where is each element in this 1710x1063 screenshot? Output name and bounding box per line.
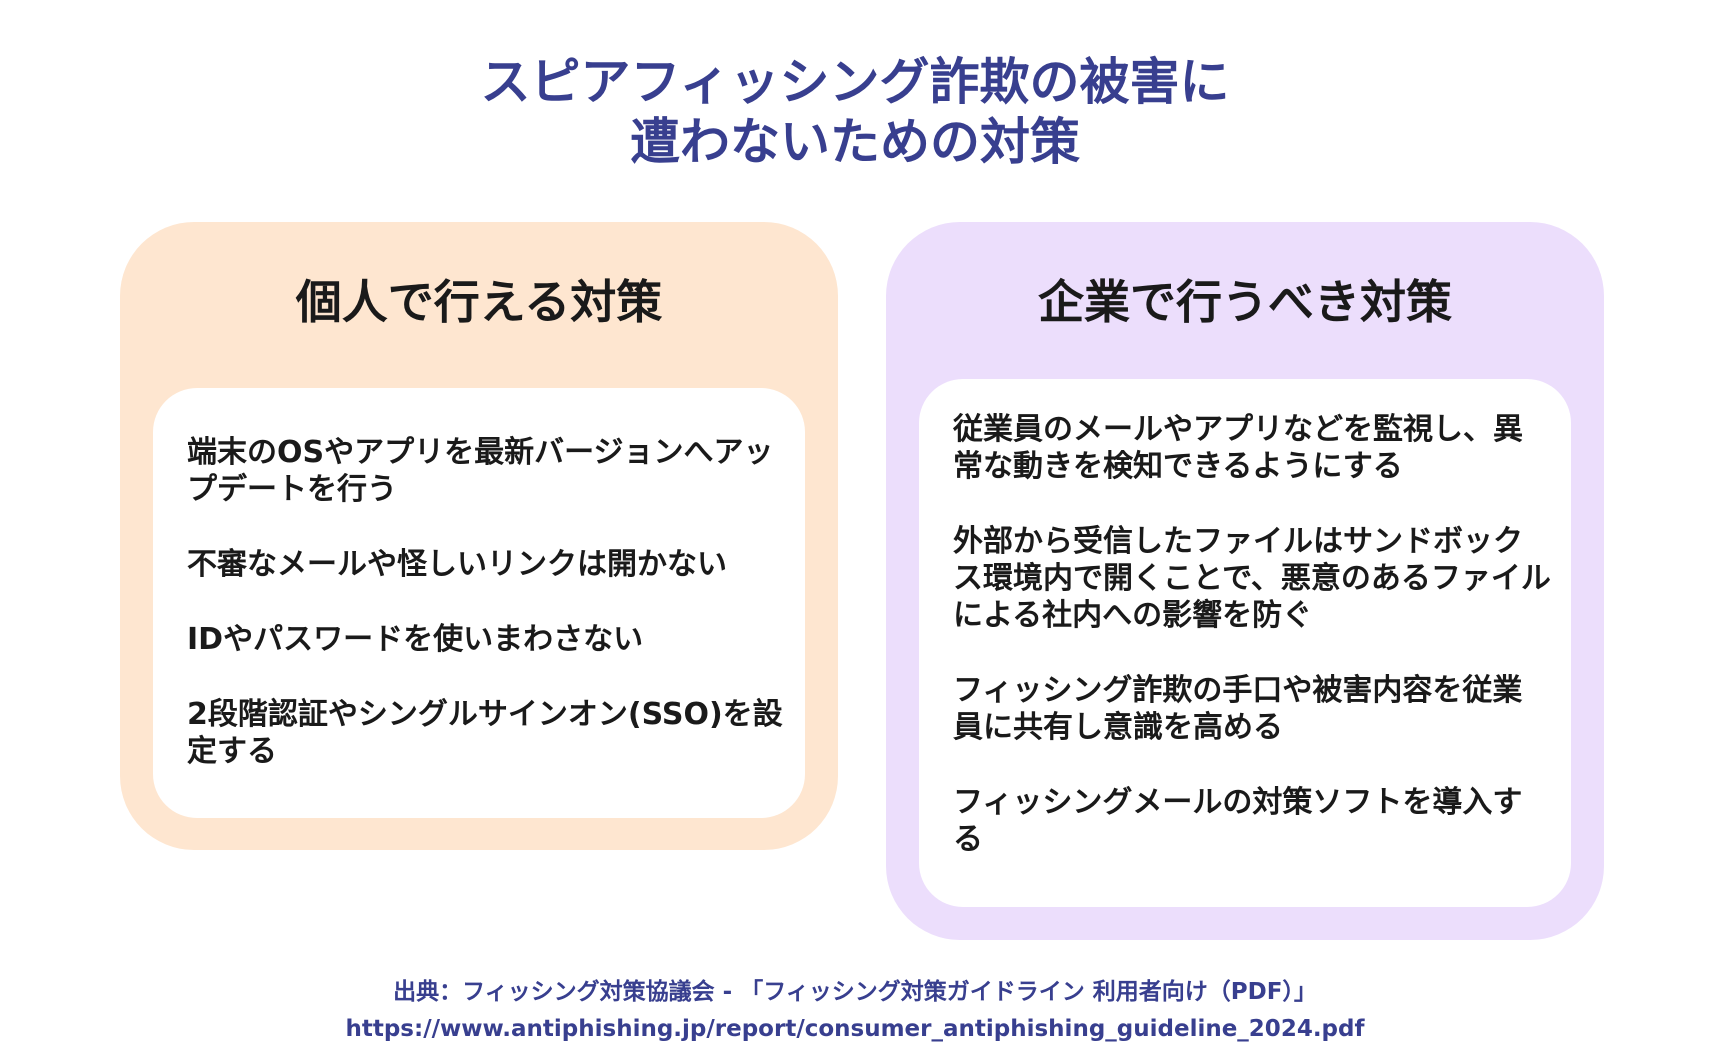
individual-measures-list: 端末のOSやアプリを最新バージョンへアップデートを行う 不審なメールや怪しいリン… [187, 434, 785, 770]
corporate-measures-list: 従業員のメールやアプリなどを監視し、異常な動きを検知できるようにする 外部から受… [953, 411, 1551, 858]
individual-measures-heading: 個人で行える対策 [295, 275, 663, 329]
corporate-measures-panel: 企業で行うべき対策 従業員のメールやアプリなどを監視し、異常な動きを検知できるよ… [886, 222, 1604, 940]
list-item: IDやパスワードを使いまわさない [187, 622, 644, 657]
source-url: https://www.antiphishing.jp/report/consu… [345, 1016, 1365, 1042]
individual-measures-panel: 個人で行える対策 端末のOSやアプリを最新バージョンへアップデートを行う 不審な… [120, 222, 838, 850]
list-item: 外部から受信したファイルはサンドボックス環境内で開くことで、悪意のあるファイルに… [953, 524, 1551, 633]
list-item: 2段階認証やシングルサインオン(SSO)を設定する [187, 697, 783, 769]
corporate-measures-heading: 企業で行うべき対策 [1038, 275, 1452, 329]
list-item: フィッシング詐欺の手口や被害内容を従業員に共有し意識を高める [953, 673, 1523, 745]
page-title-line-1: スピアフィッシング詐欺の被害に [480, 53, 1230, 111]
page-title-line-2: 遭わないための対策 [630, 113, 1080, 171]
list-item: 端末のOSやアプリを最新バージョンへアップデートを行う [187, 435, 774, 507]
list-item: 不審なメールや怪しいリンクは開かない [187, 547, 727, 582]
source-citation-text: 出典：フィッシング対策協議会 - 「フィッシング対策ガイドライン 利用者向け（P… [393, 979, 1317, 1005]
page-title: スピアフィッシング詐欺の被害に 遭わないための対策 [0, 52, 1710, 172]
source-citation: 出典：フィッシング対策協議会 - 「フィッシング対策ガイドライン 利用者向け（P… [0, 974, 1710, 1048]
list-item: フィッシングメールの対策ソフトを導入する [953, 785, 1523, 857]
individual-measures-card: 端末のOSやアプリを最新バージョンへアップデートを行う 不審なメールや怪しいリン… [153, 388, 805, 818]
corporate-measures-card: 従業員のメールやアプリなどを監視し、異常な動きを検知できるようにする 外部から受… [919, 379, 1571, 907]
list-item: 従業員のメールやアプリなどを監視し、異常な動きを検知できるようにする [953, 412, 1523, 484]
